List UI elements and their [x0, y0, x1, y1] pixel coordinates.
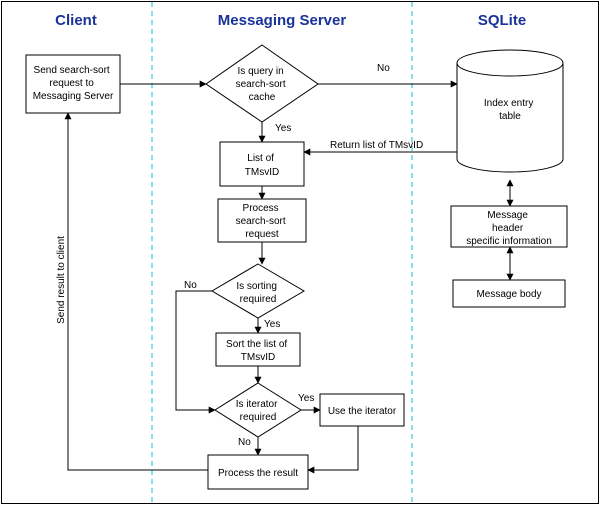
- node-sorting-required: Is sorting required: [236, 281, 279, 305]
- node-sort-list: Sort the list of TMsvID: [226, 339, 290, 363]
- node-list-tmsvid-box: [219, 141, 305, 187]
- node-index-table-top: [456, 49, 564, 77]
- node-index-table: Index entry table: [484, 98, 536, 122]
- node-message-body: Message body: [476, 289, 541, 300]
- edge-label-no-sorting: No: [184, 280, 197, 291]
- edge-use-iterator-to-result: [307, 426, 359, 474]
- edge-result-to-client: [64, 112, 208, 471]
- node-iterator-required: Is iterator required: [236, 399, 280, 423]
- lane-heading-client: Client: [55, 12, 97, 29]
- node-process-request-box: [217, 198, 307, 243]
- edge-label-send-result: Send result to client: [56, 236, 67, 324]
- edge-sorting-no-to-iterator: [175, 290, 216, 414]
- node-index-table-cylinder: [456, 63, 564, 173]
- node-process-result: Process the result: [218, 468, 298, 479]
- edge-label-yes-cache: Yes: [275, 123, 291, 134]
- node-sort-list-box: [215, 332, 301, 367]
- lane-heading-sqlite: SQLite: [478, 12, 526, 29]
- node-message-header-box: [450, 205, 568, 248]
- edge-label-no-iterator: No: [238, 437, 251, 448]
- edge-label-return-list: Return list of TMsvID: [330, 140, 423, 151]
- node-send-request-box: [25, 54, 121, 114]
- node-query-cache: Is query in search-sort cache: [236, 66, 289, 103]
- node-use-iterator: Use the iterator: [328, 406, 397, 417]
- node-message-body-box: [452, 279, 566, 308]
- edge-label-yes-sorting: Yes: [264, 319, 280, 330]
- node-process-result-box: [207, 454, 309, 490]
- node-message-header: Message header specific information: [466, 210, 552, 247]
- node-send-request: Send search-sort request to Messaging Se…: [33, 65, 114, 102]
- edge-label-yes-iterator: Yes: [298, 393, 314, 404]
- node-iterator-required-diamond: [214, 382, 302, 438]
- node-process-request: Process search-sort request: [236, 203, 289, 240]
- lane-heading-messaging-server: Messaging Server: [218, 12, 347, 29]
- edge-label-no-cache: No: [377, 63, 390, 74]
- node-use-iterator-box: [319, 393, 405, 427]
- node-list-tmsvid: List of TMsvID: [245, 153, 279, 178]
